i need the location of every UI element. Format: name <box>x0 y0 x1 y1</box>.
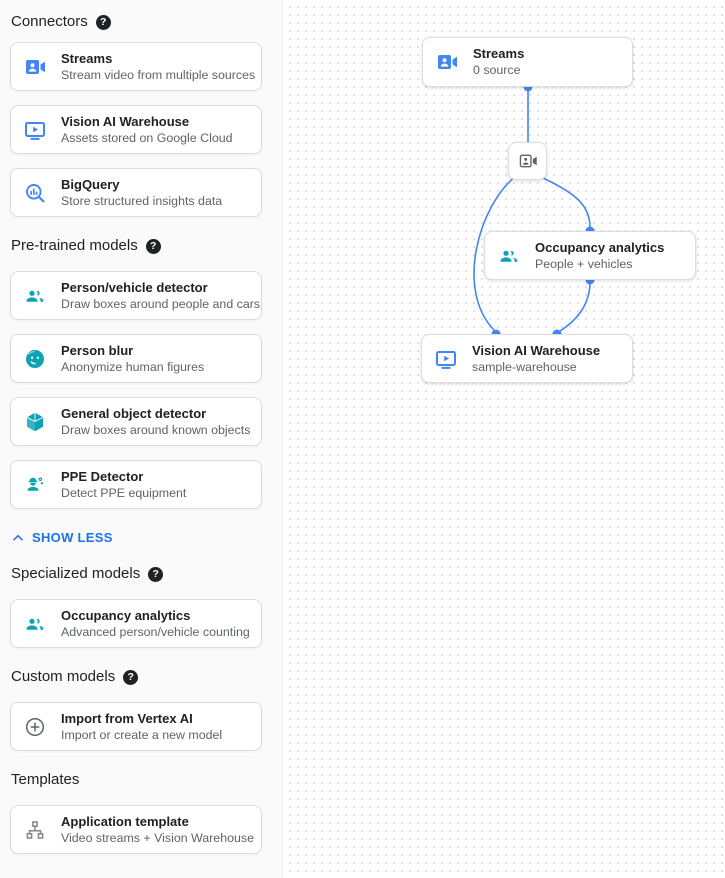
ppe-person-icon <box>27 477 43 491</box>
card-subtitle: Video streams + Vision Warehouse <box>61 830 254 845</box>
card-title: BigQuery <box>61 176 120 192</box>
show-less-label: SHOW LESS <box>32 530 113 545</box>
section-title-label: Pre-trained models <box>11 237 138 254</box>
card-title: Application template <box>61 813 189 829</box>
section-title-label: Connectors <box>11 13 88 30</box>
card-subtitle: Draw boxes around known objects <box>61 422 251 437</box>
people-icon <box>26 290 44 302</box>
card-occupancy-analytics[interactable]: Occupancy analytics Advanced person/vehi… <box>10 599 262 648</box>
help-icon[interactable]: ? <box>145 238 161 254</box>
node-camera-junction[interactable] <box>508 142 547 180</box>
card-streams[interactable]: Streams Stream video from multiple sourc… <box>10 42 262 91</box>
card-application-template[interactable]: Application template Video streams + Vis… <box>10 805 262 854</box>
edge-junction-to-occupancy <box>536 174 591 228</box>
graph-canvas[interactable]: Streams 0 source Occupancy analytics Peo <box>283 0 725 878</box>
card-title: Streams <box>61 50 113 66</box>
cube-icon <box>26 412 44 431</box>
card-subtitle: Advanced person/vehicle counting <box>61 624 250 639</box>
card-title: General object detector <box>61 405 207 421</box>
component-palette-sidebar: Connectors ? Streams Stream video from m… <box>0 0 283 878</box>
section-title-label: Custom models <box>11 668 116 685</box>
video-camera-icon <box>438 55 457 69</box>
card-vision-ai-warehouse[interactable]: Vision AI Warehouse Assets stored on Goo… <box>10 105 262 154</box>
card-title: Vision AI Warehouse <box>61 113 190 129</box>
card-import-vertex-ai[interactable]: Import from Vertex AI Import or create a… <box>10 702 262 751</box>
video-camera-outline-icon <box>519 154 537 168</box>
section-title-label: Templates <box>11 771 80 788</box>
node-streams[interactable]: Streams 0 source <box>422 37 633 87</box>
card-title: Person/vehicle detector <box>61 279 208 295</box>
card-title: Occupancy analytics <box>61 607 191 623</box>
card-title: PPE Detector <box>61 468 144 484</box>
help-icon[interactable]: ? <box>123 669 139 685</box>
section-header-custom: Custom models ? <box>11 668 261 686</box>
section-header-connectors: Connectors ? <box>11 13 261 31</box>
warehouse-icon <box>25 121 45 140</box>
card-subtitle: Draw boxes around people and cars <box>61 296 261 311</box>
section-header-specialized: Specialized models ? <box>11 565 261 583</box>
node-subtitle: 0 source <box>473 63 521 77</box>
bigquery-icon <box>26 183 45 202</box>
card-person-vehicle-detector[interactable]: Person/vehicle detector Draw boxes aroun… <box>10 271 262 320</box>
card-person-blur[interactable]: Person blur Anonymize human figures <box>10 334 262 383</box>
card-title: Import from Vertex AI <box>61 710 193 726</box>
show-less-button[interactable]: SHOW LESS <box>11 530 261 545</box>
node-title: Occupancy analytics <box>535 239 665 255</box>
plus-circle-icon <box>25 717 45 736</box>
card-title: Person blur <box>61 342 134 358</box>
node-title: Streams <box>473 46 525 61</box>
section-header-pretrained: Pre-trained models ? <box>11 237 261 255</box>
node-title: Vision AI Warehouse <box>472 342 601 358</box>
node-subtitle: People + vehicles <box>535 256 633 271</box>
card-subtitle: Anonymize human figures <box>61 359 205 374</box>
card-subtitle: Store structured insights data <box>61 193 223 208</box>
warehouse-icon <box>436 350 456 369</box>
card-subtitle: Assets stored on Google Cloud <box>61 130 233 145</box>
card-bigquery[interactable]: BigQuery Store structured insights data <box>10 168 262 217</box>
card-subtitle: Detect PPE equipment <box>61 485 187 500</box>
people-icon <box>500 250 518 262</box>
chevron-up-icon <box>13 534 23 541</box>
node-subtitle: sample-warehouse <box>472 359 577 374</box>
face-blur-icon <box>26 349 44 368</box>
people-icon <box>26 618 44 630</box>
help-icon[interactable]: ? <box>148 566 164 582</box>
graph-edges <box>473 82 595 339</box>
schema-tree-icon <box>26 820 44 839</box>
help-icon[interactable]: ? <box>95 14 111 30</box>
card-ppe-detector[interactable]: PPE Detector Detect PPE equipment <box>10 460 262 509</box>
section-header-templates: Templates <box>11 771 261 789</box>
section-title-label: Specialized models <box>11 565 141 582</box>
card-general-object-detector[interactable]: General object detector Draw boxes aroun… <box>10 397 262 446</box>
card-subtitle: Import or create a new model <box>61 727 223 742</box>
video-camera-icon <box>26 59 45 74</box>
edge-occupancy-to-warehouse <box>559 281 591 332</box>
node-occupancy-analytics[interactable]: Occupancy analytics People + vehicles <box>484 231 696 280</box>
card-subtitle: Stream video from multiple sources <box>61 67 256 82</box>
node-vision-ai-warehouse[interactable]: Vision AI Warehouse sample-warehouse <box>421 334 633 383</box>
